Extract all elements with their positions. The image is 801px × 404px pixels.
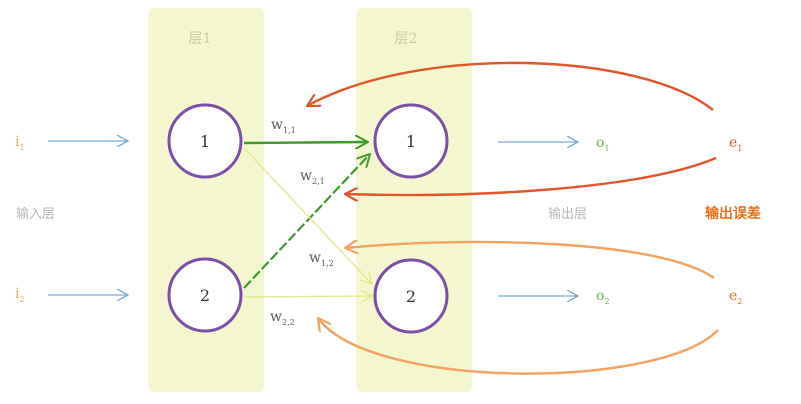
weight-edge-1-1: [243, 142, 368, 143]
weight-edge-2-1: [243, 154, 370, 289]
output2-label: o2: [596, 288, 610, 306]
weight-label-2-2: w2,2: [270, 309, 295, 327]
svg-text:1: 1: [200, 132, 210, 151]
svg-text:2: 2: [200, 286, 210, 305]
layer2-node-2: 2: [373, 258, 449, 334]
weight-label-1-2: w1,2: [309, 250, 334, 268]
error1-to-w21-curve: [345, 156, 717, 195]
layer1-node-1: 1: [167, 103, 243, 179]
error1-label: e1: [729, 135, 742, 153]
input2-label: i2: [15, 286, 25, 304]
svg-text:1: 1: [406, 132, 416, 151]
weight-label-1-1: w1,1: [271, 117, 296, 135]
layer1-label: 层1: [189, 31, 212, 47]
output1-label: o1: [596, 135, 610, 153]
layer1-node-2: 2: [167, 257, 243, 333]
weight-edge-2-2: [243, 296, 372, 297]
output-layer-label: 输出层: [548, 206, 587, 222]
svg-text:2: 2: [406, 287, 416, 306]
error2-to-w22-curve: [318, 318, 719, 375]
layer1-band: [148, 8, 264, 392]
weight-edge-1-2: [243, 147, 372, 284]
error2-label: e2: [729, 288, 742, 306]
input1-label: i1: [15, 134, 25, 152]
output-error-label: 输出误差: [705, 205, 761, 222]
input-layer-label: 输入层: [16, 206, 55, 222]
error2-to-w12-curve: [345, 242, 715, 279]
layer2-label: 层2: [395, 31, 418, 47]
layer2-node-1: 1: [373, 103, 449, 179]
weight-label-2-1: w2,1: [300, 168, 325, 186]
error1-to-w11-curve: [307, 61, 714, 111]
